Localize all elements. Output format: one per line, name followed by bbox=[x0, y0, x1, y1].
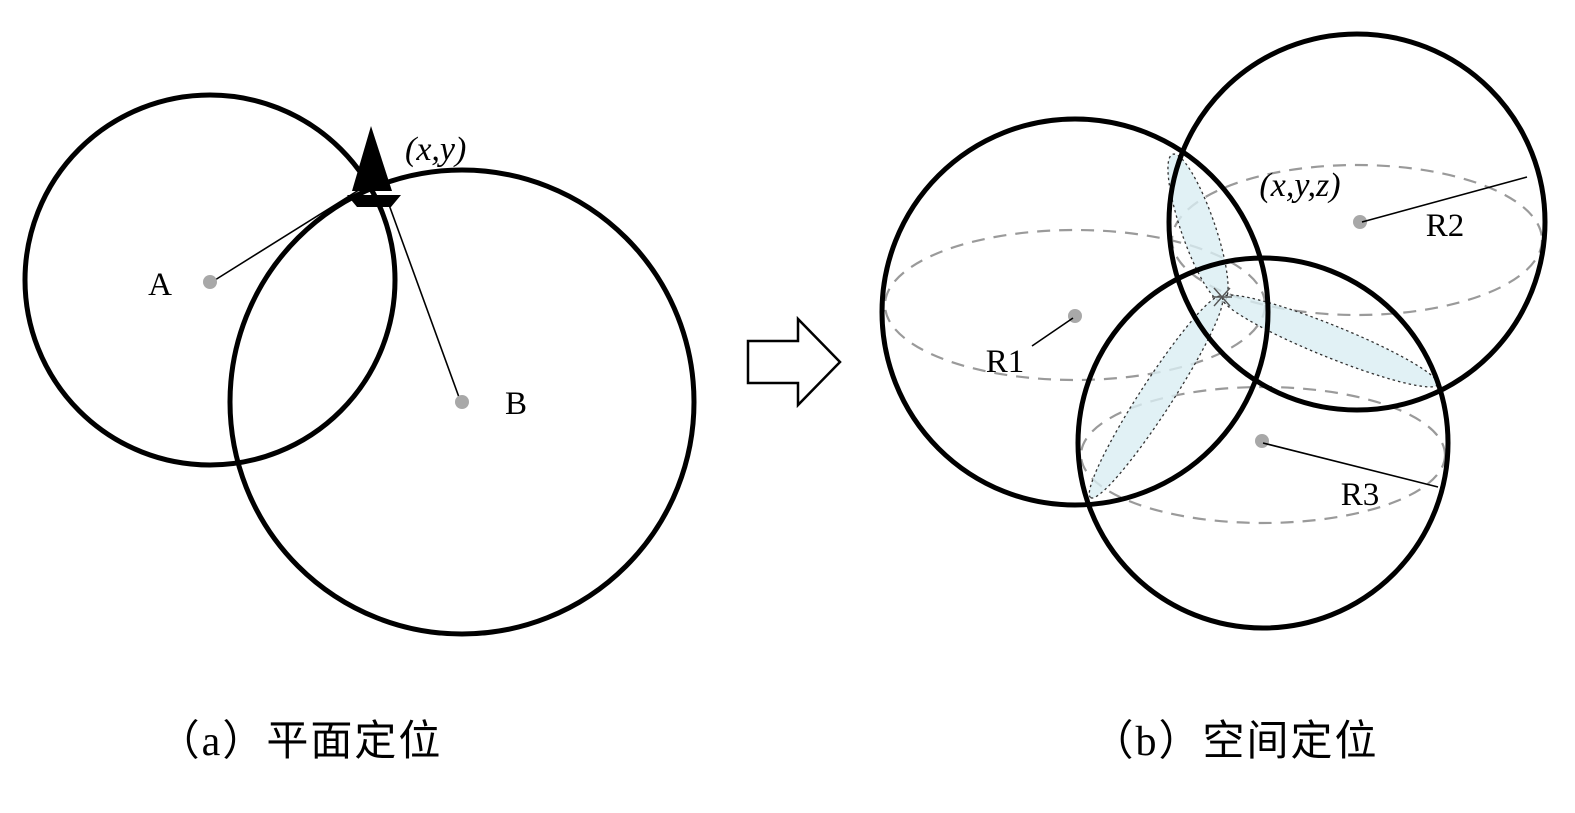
boat-icon bbox=[347, 126, 401, 207]
label-r3: R3 bbox=[1341, 477, 1380, 513]
circle-r1 bbox=[879, 116, 1271, 508]
intersection-star-icon bbox=[1212, 287, 1232, 307]
center-dot-r2 bbox=[1353, 215, 1367, 229]
label-center-a: A bbox=[148, 267, 172, 303]
caption-panel-a: （a）平面定位 bbox=[158, 718, 443, 765]
center-dot-b bbox=[455, 395, 469, 409]
label-center-b: B bbox=[505, 386, 527, 422]
caption-panel-b: （b）空间定位 bbox=[1091, 718, 1378, 765]
leader-line-r2 bbox=[1361, 176, 1528, 223]
circle-b bbox=[227, 167, 697, 637]
right-arrow-icon bbox=[746, 315, 842, 409]
center-dot-r3 bbox=[1255, 434, 1269, 448]
label-r2: R2 bbox=[1426, 208, 1465, 244]
intersection-petal-right bbox=[1221, 294, 1439, 388]
circle-r3 bbox=[1075, 255, 1451, 631]
leader-line-r3 bbox=[1262, 442, 1439, 488]
range-line-a bbox=[214, 187, 363, 281]
circle-a bbox=[22, 92, 398, 468]
center-dot-a bbox=[203, 275, 217, 289]
intersection-petal-down bbox=[1088, 295, 1224, 499]
range-line-b bbox=[387, 201, 461, 401]
label-r1: R1 bbox=[986, 344, 1025, 380]
circle-r2 bbox=[1166, 31, 1548, 413]
label-fix-point-xyz: (x,y,z) bbox=[1259, 167, 1340, 204]
panel-b: R1 R2 R3 (x,y,z) （b）空间定位 bbox=[879, 31, 1548, 765]
leader-line-r1 bbox=[1031, 317, 1074, 347]
label-fix-point-xy: (x,y) bbox=[405, 131, 466, 168]
panel-a: A B (x,y) （a）平面定位 bbox=[22, 92, 697, 765]
